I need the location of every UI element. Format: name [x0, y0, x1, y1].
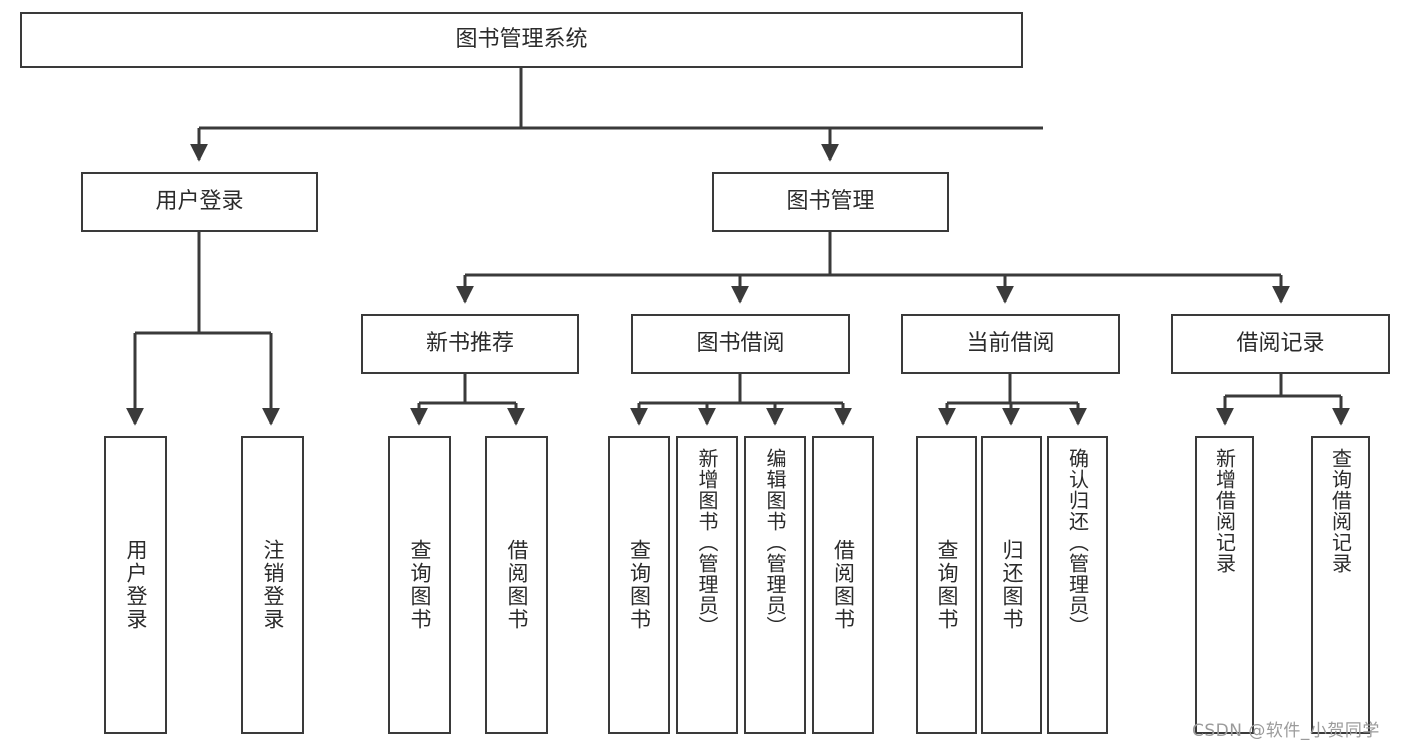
node-leaf-query-book-3[interactable]: 查询图书 [916, 436, 977, 734]
node-leaf-confirm-return-label: 确认归还（管理员） [1065, 448, 1090, 637]
node-leaf-return-book-label: 归还图书 [1000, 539, 1024, 631]
node-leaf-user-logout[interactable]: 注销登录 [241, 436, 304, 734]
node-new-book-recommend[interactable]: 新书推荐 [361, 314, 579, 374]
node-book-management-label: 图书管理 [786, 189, 875, 215]
node-leaf-add-book-label: 新增图书（管理员） [695, 448, 719, 637]
node-current-borrow[interactable]: 当前借阅 [901, 314, 1120, 374]
node-root[interactable]: 图书管理系统 [20, 12, 1023, 68]
node-leaf-user-login-label: 用户登录 [124, 539, 148, 631]
node-leaf-borrow-book-2[interactable]: 借阅图书 [812, 436, 874, 734]
node-leaf-user-login[interactable]: 用户登录 [104, 436, 167, 734]
node-book-borrow-label: 图书借阅 [696, 331, 785, 357]
node-leaf-query-book-2-label: 查询图书 [627, 539, 652, 631]
node-leaf-add-book[interactable]: 新增图书（管理员） [676, 436, 738, 734]
node-leaf-confirm-return[interactable]: 确认归还（管理员） [1047, 436, 1108, 734]
node-leaf-user-logout-label: 注销登录 [261, 539, 285, 631]
node-root-label: 图书管理系统 [455, 27, 588, 53]
node-leaf-query-record-label: 查询借阅记录 [1328, 448, 1353, 574]
node-leaf-query-book-1[interactable]: 查询图书 [388, 436, 451, 734]
node-leaf-return-book[interactable]: 归还图书 [981, 436, 1042, 734]
node-current-borrow-label: 当前借阅 [966, 331, 1055, 357]
node-leaf-borrow-book-2-label: 借阅图书 [831, 539, 856, 631]
node-leaf-edit-book-label: 编辑图书（管理员） [763, 448, 787, 637]
node-leaf-borrow-book-1[interactable]: 借阅图书 [485, 436, 548, 734]
node-leaf-query-book-3-label: 查询图书 [935, 539, 959, 631]
node-borrow-record-label: 借阅记录 [1236, 331, 1325, 357]
node-borrow-record[interactable]: 借阅记录 [1171, 314, 1390, 374]
node-leaf-query-book-1-label: 查询图书 [408, 539, 432, 631]
node-user-login[interactable]: 用户登录 [81, 172, 318, 232]
watermark-text: CSDN @软件_小贺同学 [1192, 721, 1380, 741]
node-leaf-edit-book[interactable]: 编辑图书（管理员） [744, 436, 806, 734]
node-leaf-add-record-label: 新增借阅记录 [1212, 448, 1237, 574]
node-user-login-label: 用户登录 [155, 189, 244, 215]
node-leaf-query-record[interactable]: 查询借阅记录 [1311, 436, 1370, 734]
node-leaf-query-book-2[interactable]: 查询图书 [608, 436, 670, 734]
node-new-book-recommend-label: 新书推荐 [425, 331, 514, 357]
node-leaf-add-record[interactable]: 新增借阅记录 [1195, 436, 1254, 734]
node-book-borrow[interactable]: 图书借阅 [631, 314, 850, 374]
node-leaf-borrow-book-1-label: 借阅图书 [505, 539, 529, 631]
node-book-management[interactable]: 图书管理 [712, 172, 949, 232]
